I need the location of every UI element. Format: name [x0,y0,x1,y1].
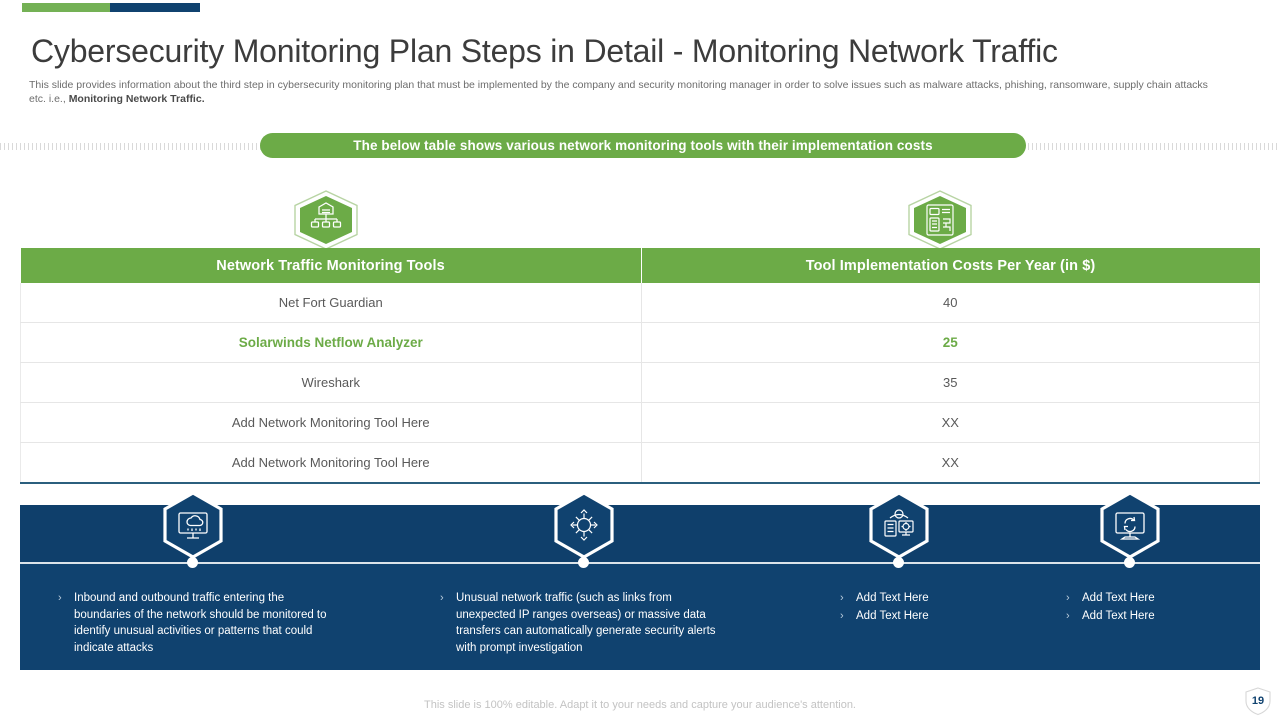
bullet-text: Inbound and outbound traffic entering th… [74,592,327,654]
timeline-dot [578,557,589,568]
bullet-column-1: › Inbound and outbound traffic entering … [58,590,333,657]
cell-tool-cost: XX [641,402,1260,443]
cell-tool-cost: 35 [641,362,1260,403]
cell-tool-name: Wireshark [20,362,642,403]
bullet-text: Add Text Here [1082,592,1155,604]
table-row[interactable]: Add Network Monitoring Tool Here XX [20,402,1260,443]
page-number: 19 [1251,695,1265,707]
panel-upper-band [20,505,1260,562]
bottom-panel [20,505,1260,670]
cell-tool-name: Net Fort Guardian [20,283,642,323]
chevron-right-icon: › [840,609,844,622]
hex-badge-shape [554,491,614,559]
bullet-text: Add Text Here [856,592,929,604]
monitor-sync-icon [1099,491,1161,559]
table-row[interactable]: Net Fort Guardian 40 [20,283,1260,323]
cell-tool-cost: 40 [641,283,1260,323]
accent-bar-blue [110,3,200,12]
cell-tool-cost: XX [641,442,1260,484]
list-item: › Add Text Here [840,590,1040,607]
list-item: › Unusual network traffic (such as links… [440,590,725,656]
chevron-right-icon: › [1066,592,1070,604]
page-subtitle: This slide provides information about th… [29,78,1209,106]
timeline-dot [893,557,904,568]
chevron-right-icon: › [58,592,62,604]
tools-cost-table: Network Traffic Monitoring Tools Tool Im… [20,248,1260,484]
subtitle-emphasis: Monitoring Network Traffic. [68,93,205,105]
list-item: › Add Text Here [840,608,1040,625]
table-row[interactable]: Wireshark 35 [20,362,1260,403]
hex-outline-shape [294,190,358,250]
table-header-costs: Tool Implementation Costs Per Year (in $… [641,248,1260,283]
cell-tool-cost: 25 [641,322,1260,363]
cell-tool-name: Add Network Monitoring Tool Here [20,402,642,443]
footer-note: This slide is 100% editable. Adapt it to… [424,699,856,711]
cell-tool-name: Add Network Monitoring Tool Here [20,442,642,484]
table-row[interactable]: Add Network Monitoring Tool Here XX [20,442,1260,484]
chevron-right-icon: › [840,592,844,604]
bullet-text: Add Text Here [1082,609,1155,622]
server-settings-icon [868,491,930,559]
page-title: Cybersecurity Monitoring Plan Steps in D… [31,33,1058,69]
table-row[interactable]: Solarwinds Netflow Analyzer 25 [20,322,1260,363]
timeline-dot [187,557,198,568]
network-share-icon [553,491,615,559]
table-head: Network Traffic Monitoring Tools Tool Im… [20,248,1260,283]
bullet-text: Add Text Here [856,609,929,622]
shield-icon [1245,687,1271,716]
hex-badge-shape [869,491,929,559]
cost-document-icon [907,190,973,250]
network-hierarchy-icon [293,190,359,250]
table-body: Net Fort Guardian 40 Solarwinds Netflow … [20,283,1260,484]
list-item: › Add Text Here [1066,590,1266,607]
list-item: › Add Text Here [1066,608,1266,625]
info-banner-label: The below table shows various network mo… [353,138,933,153]
accent-bar-green [22,3,110,12]
hex-outline-shape [908,190,972,250]
monitor-cloud-icon [162,491,224,559]
cell-tool-name: Solarwinds Netflow Analyzer [20,322,642,363]
list-item: › Inbound and outbound traffic entering … [58,590,333,656]
table-header-tools: Network Traffic Monitoring Tools [20,248,642,283]
panel-timeline-line [20,562,1260,564]
bullet-column-2: › Unusual network traffic (such as links… [440,590,725,657]
info-banner: The below table shows various network mo… [260,133,1026,158]
chevron-right-icon: › [1066,609,1070,622]
timeline-dot [1124,557,1135,568]
bullet-text: Unusual network traffic (such as links f… [456,592,716,654]
bullet-column-3: › Add Text Here › Add Text Here [840,590,1040,625]
table-header-row: Network Traffic Monitoring Tools Tool Im… [20,248,1260,283]
hex-badge-shape [1100,491,1160,559]
chevron-right-icon: › [440,592,444,604]
subtitle-text: This slide provides information about th… [29,79,1208,105]
bullet-column-4: › Add Text Here › Add Text Here [1066,590,1266,625]
hex-badge-shape [163,491,223,559]
